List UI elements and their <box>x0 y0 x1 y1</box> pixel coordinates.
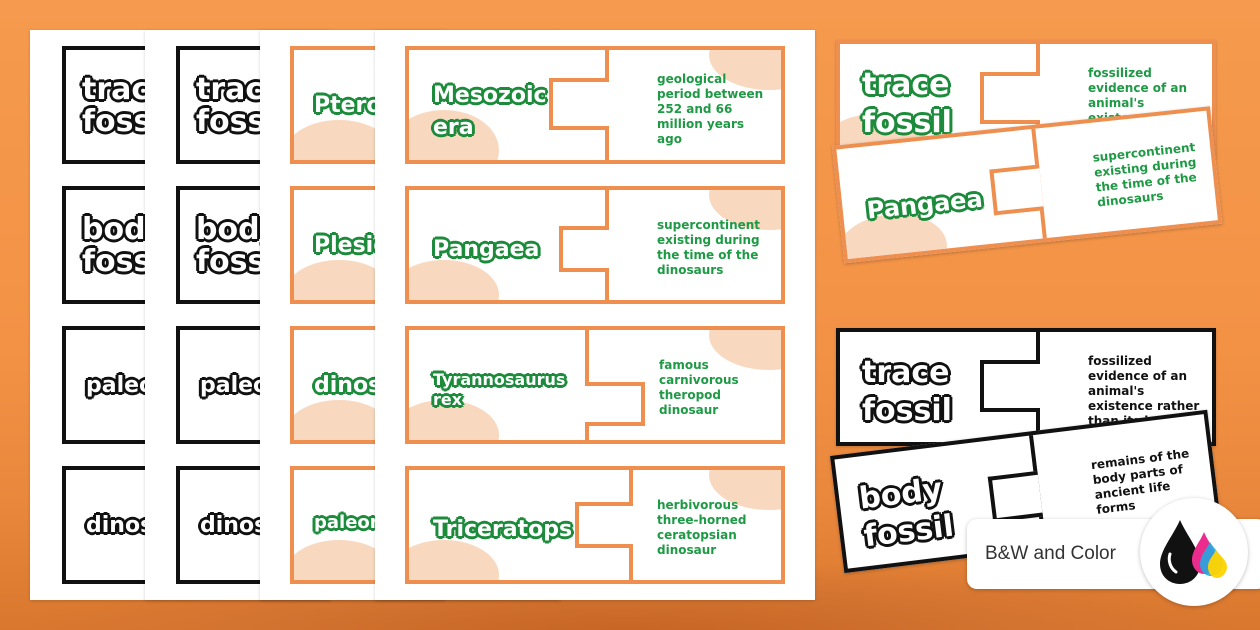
card-mesozoic-era: Mesozoic era geological period between 2… <box>405 46 785 164</box>
card-definition: herbivorous three-horned ceratopsian din… <box>657 498 747 557</box>
card-definition: supercontinent existing during the time … <box>657 218 761 277</box>
card-term: trace fossil <box>862 355 952 428</box>
card-term: Triceratops <box>433 517 573 542</box>
card-term: Ptero <box>314 93 382 118</box>
card-term: Mesozoic era <box>433 83 547 140</box>
card-triceratops: Triceratops herbivorous three-horned cer… <box>405 466 785 584</box>
card-tyrannosaurus-rex: Tyrannosaurus rex famous carnivorous the… <box>405 326 785 444</box>
card-term: dinos <box>200 513 268 538</box>
card-definition: famous carnivorous theropod dinosaur <box>659 358 739 417</box>
worksheet-color-2: Mesozoic era geological period between 2… <box>375 30 815 600</box>
card-definition: supercontinent existing during the time … <box>1091 140 1198 210</box>
card-term: paleon <box>314 512 383 533</box>
card-term: Tyrannosaurus rex <box>433 370 566 409</box>
badge-label: B&W and Color <box>985 543 1116 564</box>
card-term: Plesio <box>314 233 389 258</box>
card-term: dinos <box>314 373 382 398</box>
card-term: dinos <box>86 513 154 538</box>
card-term: Pangaea <box>865 184 984 225</box>
card-definition: geological period between 252 and 66 mil… <box>657 72 764 146</box>
card-term: Pangaea <box>433 237 540 262</box>
card-pangaea: Pangaea supercontinent existing during t… <box>405 186 785 304</box>
card-term: trace fossil <box>862 67 952 140</box>
ink-drops-icon <box>1140 498 1248 606</box>
